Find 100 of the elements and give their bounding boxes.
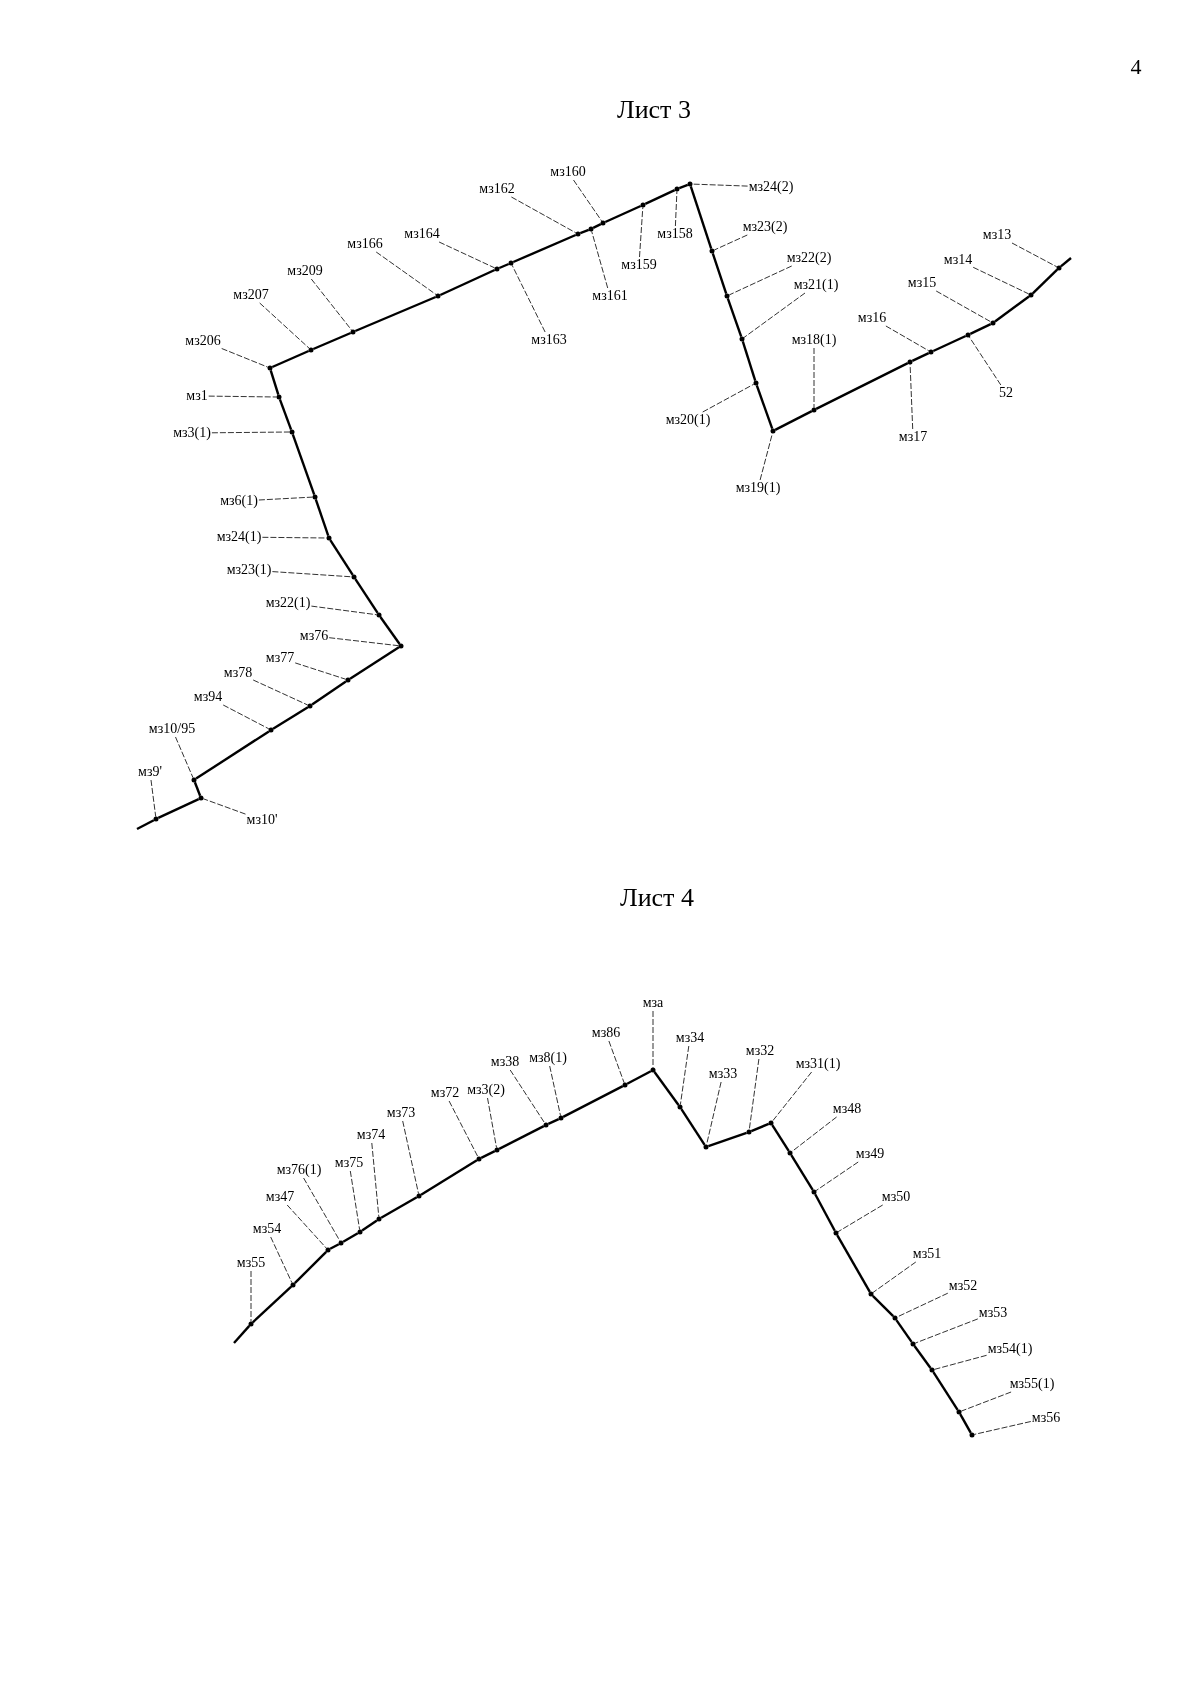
survey-point bbox=[325, 1247, 331, 1253]
leader-line bbox=[208, 395, 277, 398]
leader-line bbox=[303, 1177, 341, 1242]
route-line bbox=[911, 352, 930, 362]
route-line bbox=[814, 1193, 836, 1232]
route-line bbox=[278, 398, 293, 431]
survey-point bbox=[312, 494, 318, 500]
point-label: мз24(1) bbox=[216, 530, 262, 544]
leader-line bbox=[286, 1204, 327, 1249]
survey-point bbox=[558, 1115, 564, 1121]
route-line bbox=[969, 323, 992, 335]
leader-line bbox=[743, 292, 806, 338]
leader-line bbox=[375, 251, 437, 295]
survey-point bbox=[267, 365, 273, 371]
survey-point bbox=[892, 1315, 898, 1321]
route-line bbox=[932, 334, 967, 353]
route-line bbox=[562, 1085, 624, 1118]
leader-line bbox=[310, 278, 352, 331]
survey-point bbox=[811, 1189, 817, 1195]
leader-line bbox=[837, 1204, 884, 1233]
leader-line bbox=[692, 183, 749, 187]
point-label: мз73 bbox=[386, 1106, 416, 1120]
survey-point bbox=[1028, 292, 1034, 298]
survey-point bbox=[677, 1104, 683, 1110]
point-label: мз72 bbox=[430, 1086, 460, 1100]
point-label: мз38 bbox=[490, 1055, 520, 1069]
leader-line bbox=[713, 234, 748, 251]
survey-point bbox=[326, 535, 332, 541]
survey-point bbox=[1056, 265, 1062, 271]
route-line bbox=[480, 1150, 496, 1159]
survey-point bbox=[969, 1432, 975, 1438]
leader-line bbox=[349, 1170, 361, 1230]
leader-line bbox=[896, 1292, 949, 1318]
survey-point bbox=[833, 1230, 839, 1236]
route-line bbox=[726, 298, 743, 337]
survey-point bbox=[191, 777, 197, 783]
survey-point bbox=[928, 349, 934, 355]
survey-point bbox=[868, 1291, 874, 1297]
route-line bbox=[1060, 257, 1072, 268]
survey-point bbox=[768, 1120, 774, 1126]
leader-line bbox=[487, 1097, 497, 1148]
survey-point bbox=[703, 1144, 709, 1150]
leader-line bbox=[448, 1100, 479, 1158]
point-label: мз49 bbox=[855, 1147, 885, 1161]
leader-line bbox=[608, 1040, 625, 1084]
survey-point bbox=[398, 643, 404, 649]
leader-line bbox=[328, 637, 399, 647]
point-label: мз8(1) bbox=[529, 1051, 567, 1065]
point-label: мз19(1) bbox=[735, 481, 781, 495]
route-line bbox=[689, 186, 713, 249]
route-line bbox=[680, 1108, 706, 1146]
route-line bbox=[547, 1118, 560, 1125]
point-label: мз1 bbox=[186, 389, 208, 403]
point-label: мз9' bbox=[138, 765, 162, 779]
point-label: мз55 bbox=[236, 1256, 266, 1270]
point-label: мза bbox=[642, 996, 664, 1010]
point-label: мз56 bbox=[1031, 1411, 1061, 1425]
point-label: мз18(1) bbox=[791, 333, 837, 347]
leader-line bbox=[1011, 242, 1058, 268]
leader-line bbox=[674, 191, 678, 227]
route-line bbox=[708, 1131, 747, 1148]
route-line bbox=[269, 370, 280, 395]
point-label: 52 bbox=[999, 386, 1013, 400]
point-label: мз74 bbox=[356, 1128, 386, 1142]
route-line bbox=[233, 1325, 251, 1344]
leader-line bbox=[261, 536, 327, 539]
leader-line bbox=[511, 264, 546, 333]
point-label: мз6(1) bbox=[220, 494, 258, 508]
leader-line bbox=[294, 662, 347, 680]
leader-line bbox=[549, 1065, 561, 1117]
survey-point bbox=[600, 220, 606, 226]
leader-line bbox=[973, 1421, 1032, 1435]
survey-point bbox=[956, 1409, 962, 1415]
leader-line bbox=[914, 1318, 979, 1344]
survey-point bbox=[588, 226, 594, 232]
survey-point bbox=[435, 293, 441, 299]
route-line bbox=[291, 434, 316, 495]
survey-point bbox=[416, 1193, 422, 1199]
route-line bbox=[790, 1154, 814, 1191]
leader-line bbox=[371, 1142, 380, 1217]
route-line bbox=[361, 1219, 378, 1232]
route-line bbox=[342, 1232, 359, 1243]
point-label: мз15 bbox=[907, 276, 937, 290]
point-label: мз54(1) bbox=[987, 1342, 1033, 1356]
route-line bbox=[774, 410, 813, 431]
survey-point bbox=[770, 428, 776, 434]
leader-line bbox=[259, 302, 310, 349]
route-line bbox=[626, 1070, 652, 1085]
survey-point bbox=[276, 394, 282, 400]
survey-point bbox=[687, 181, 693, 187]
point-label: мз77 bbox=[265, 651, 295, 665]
point-label: мз22(2) bbox=[786, 251, 832, 265]
leader-line bbox=[935, 290, 992, 323]
leader-line bbox=[438, 241, 496, 269]
survey-point bbox=[494, 266, 500, 272]
point-label: мз17 bbox=[898, 430, 928, 444]
route-line bbox=[644, 189, 676, 205]
point-label: мз163 bbox=[531, 333, 567, 347]
route-line bbox=[314, 499, 330, 536]
leader-line bbox=[772, 1071, 813, 1122]
